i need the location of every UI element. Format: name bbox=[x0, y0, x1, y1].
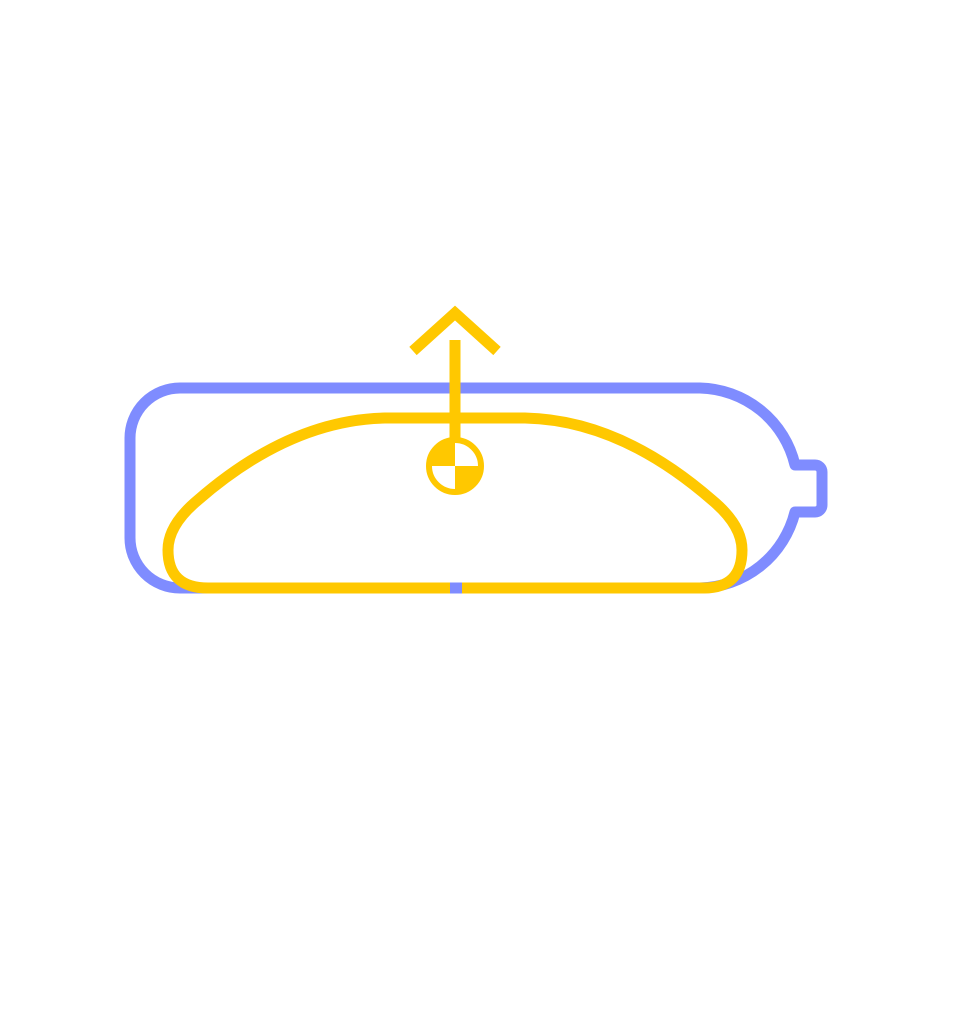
hull-outline bbox=[124, 382, 828, 594]
upward-arrow-icon bbox=[409, 305, 501, 356]
center-of-gravity-icon bbox=[426, 437, 484, 495]
